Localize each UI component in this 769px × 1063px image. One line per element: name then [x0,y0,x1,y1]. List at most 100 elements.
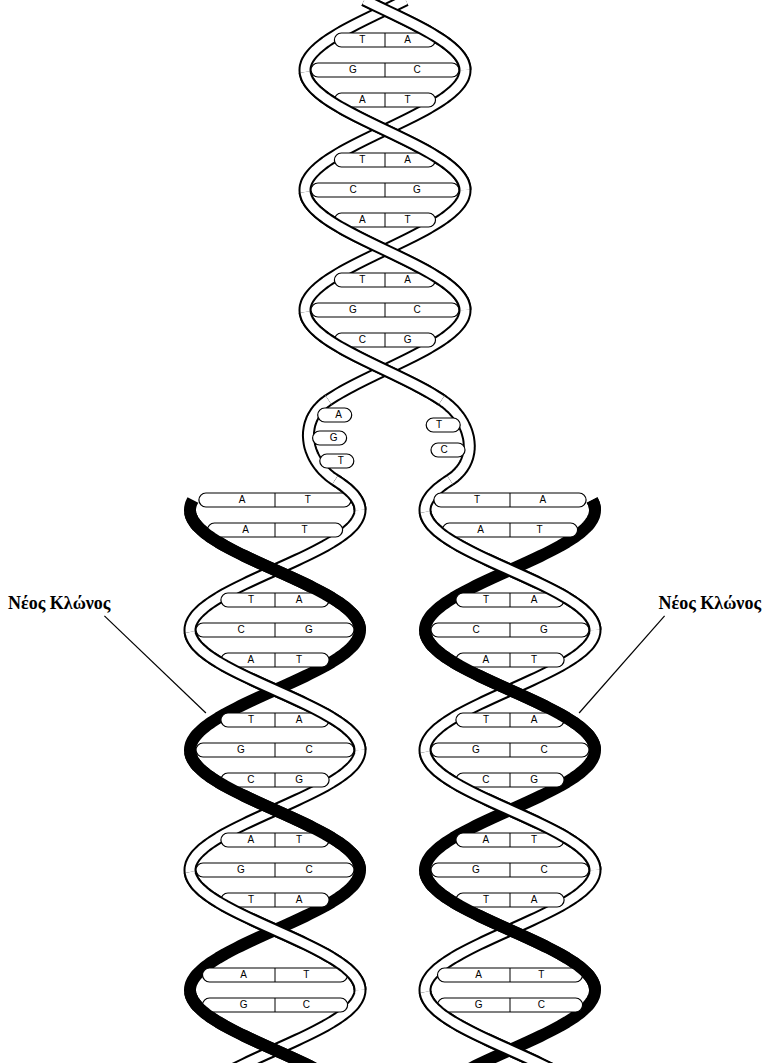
old-strand [335,480,360,510]
base-letter: G [475,1000,483,1010]
base-pair-bar [334,153,435,167]
new-strand [190,512,360,630]
old-strand [305,0,465,400]
base-letter: C [359,335,366,345]
base-letter: C [540,865,547,875]
base-letter: A [477,525,484,535]
base-pair-bar [442,523,577,537]
base-pair-bond [510,893,511,907]
base-letter: T [405,215,411,225]
base-letter: A [475,970,482,980]
base-pair-bond [385,93,386,107]
base-letter: T [301,525,307,535]
old-strand [305,72,465,190]
base-letter: A [296,715,303,725]
base-pair-bar [199,493,351,507]
base-letter: A [296,895,303,905]
base-pair-bar [456,893,564,907]
base-letter: T [531,835,537,845]
base-letter: C [538,1000,545,1010]
base-letter: G [295,775,303,785]
base-letter: C [540,745,547,755]
back-strands [190,0,595,1063]
old-strand [305,0,465,400]
old-strand [305,312,442,400]
base-pair-bond [275,653,276,667]
base-pair-bar [456,713,564,727]
base-pair-bond [275,773,276,787]
base-letter: A [359,215,366,225]
base-letter: T [536,525,542,535]
base-letter: A [483,655,490,665]
old-strand [190,872,360,990]
old-strand [305,312,442,400]
old-strand [364,0,465,70]
old-strand [190,872,360,990]
base-pairs [196,33,589,1012]
base-letter: A [483,835,490,845]
base-letter: G [472,745,480,755]
front-strands [190,0,595,1063]
base-pair-bond [510,713,511,727]
base-letter: G [330,433,338,443]
base-letter: T [305,495,311,505]
base-pair-bar [196,623,354,637]
base-letter: C [303,1000,310,1010]
base-pair-bond [275,593,276,607]
base-pair-bar [207,523,342,537]
base-pair-bond [510,623,511,637]
base-pair-bar [456,833,564,847]
base-pair-bond [385,273,386,287]
base-pair-bar [334,213,435,227]
base-letter: T [483,595,489,605]
base-letter: T [296,655,302,665]
strand-label: Νέος Κλώνος [659,594,761,614]
base-pair-bar [434,493,586,507]
base-letter: C [482,775,489,785]
base-letter: A [248,655,255,665]
base-letter: T [359,155,365,165]
base-pair-bar [456,593,564,607]
base-pair-bond [275,713,276,727]
old-strand [442,400,470,480]
base-pair-bond [510,863,511,877]
old-strand [425,992,556,1063]
base-letter: T [531,655,537,665]
base-letter: T [359,275,365,285]
leader-line [104,616,205,713]
new-strand [592,500,595,510]
base-pair-bar [203,968,348,982]
new-strand [190,500,360,1063]
base-pair-bar [438,998,583,1012]
base-letter: A [242,525,249,535]
base-letter: T [474,495,480,505]
base-pair-bar [203,998,348,1012]
old-strand [335,480,360,510]
base-pair-bond [510,653,511,667]
base-pair-bar [221,893,329,907]
base-letter: A [531,595,538,605]
base-pair-bar [431,743,589,757]
base-letter: C [237,625,244,635]
base-letter: C [349,185,356,195]
base-pair-bar [456,773,564,787]
base-letter: G [404,335,412,345]
old-strand [305,72,465,190]
unpaired-base [313,431,347,445]
base-pair-bond [510,968,511,982]
base-letter: A [531,715,538,725]
old-strand [305,192,465,310]
base-letter: G [472,865,480,875]
base-pair-bar [334,93,435,107]
base-pair-bar [311,63,459,77]
base-pair-bar [221,773,329,787]
old-strand [364,0,465,70]
base-letter: G [237,745,245,755]
base-pair-bond [385,153,386,167]
old-strand [190,632,360,750]
old-strand [425,480,595,1063]
base-pair-bond [275,523,276,537]
base-pair-bond [385,33,386,47]
